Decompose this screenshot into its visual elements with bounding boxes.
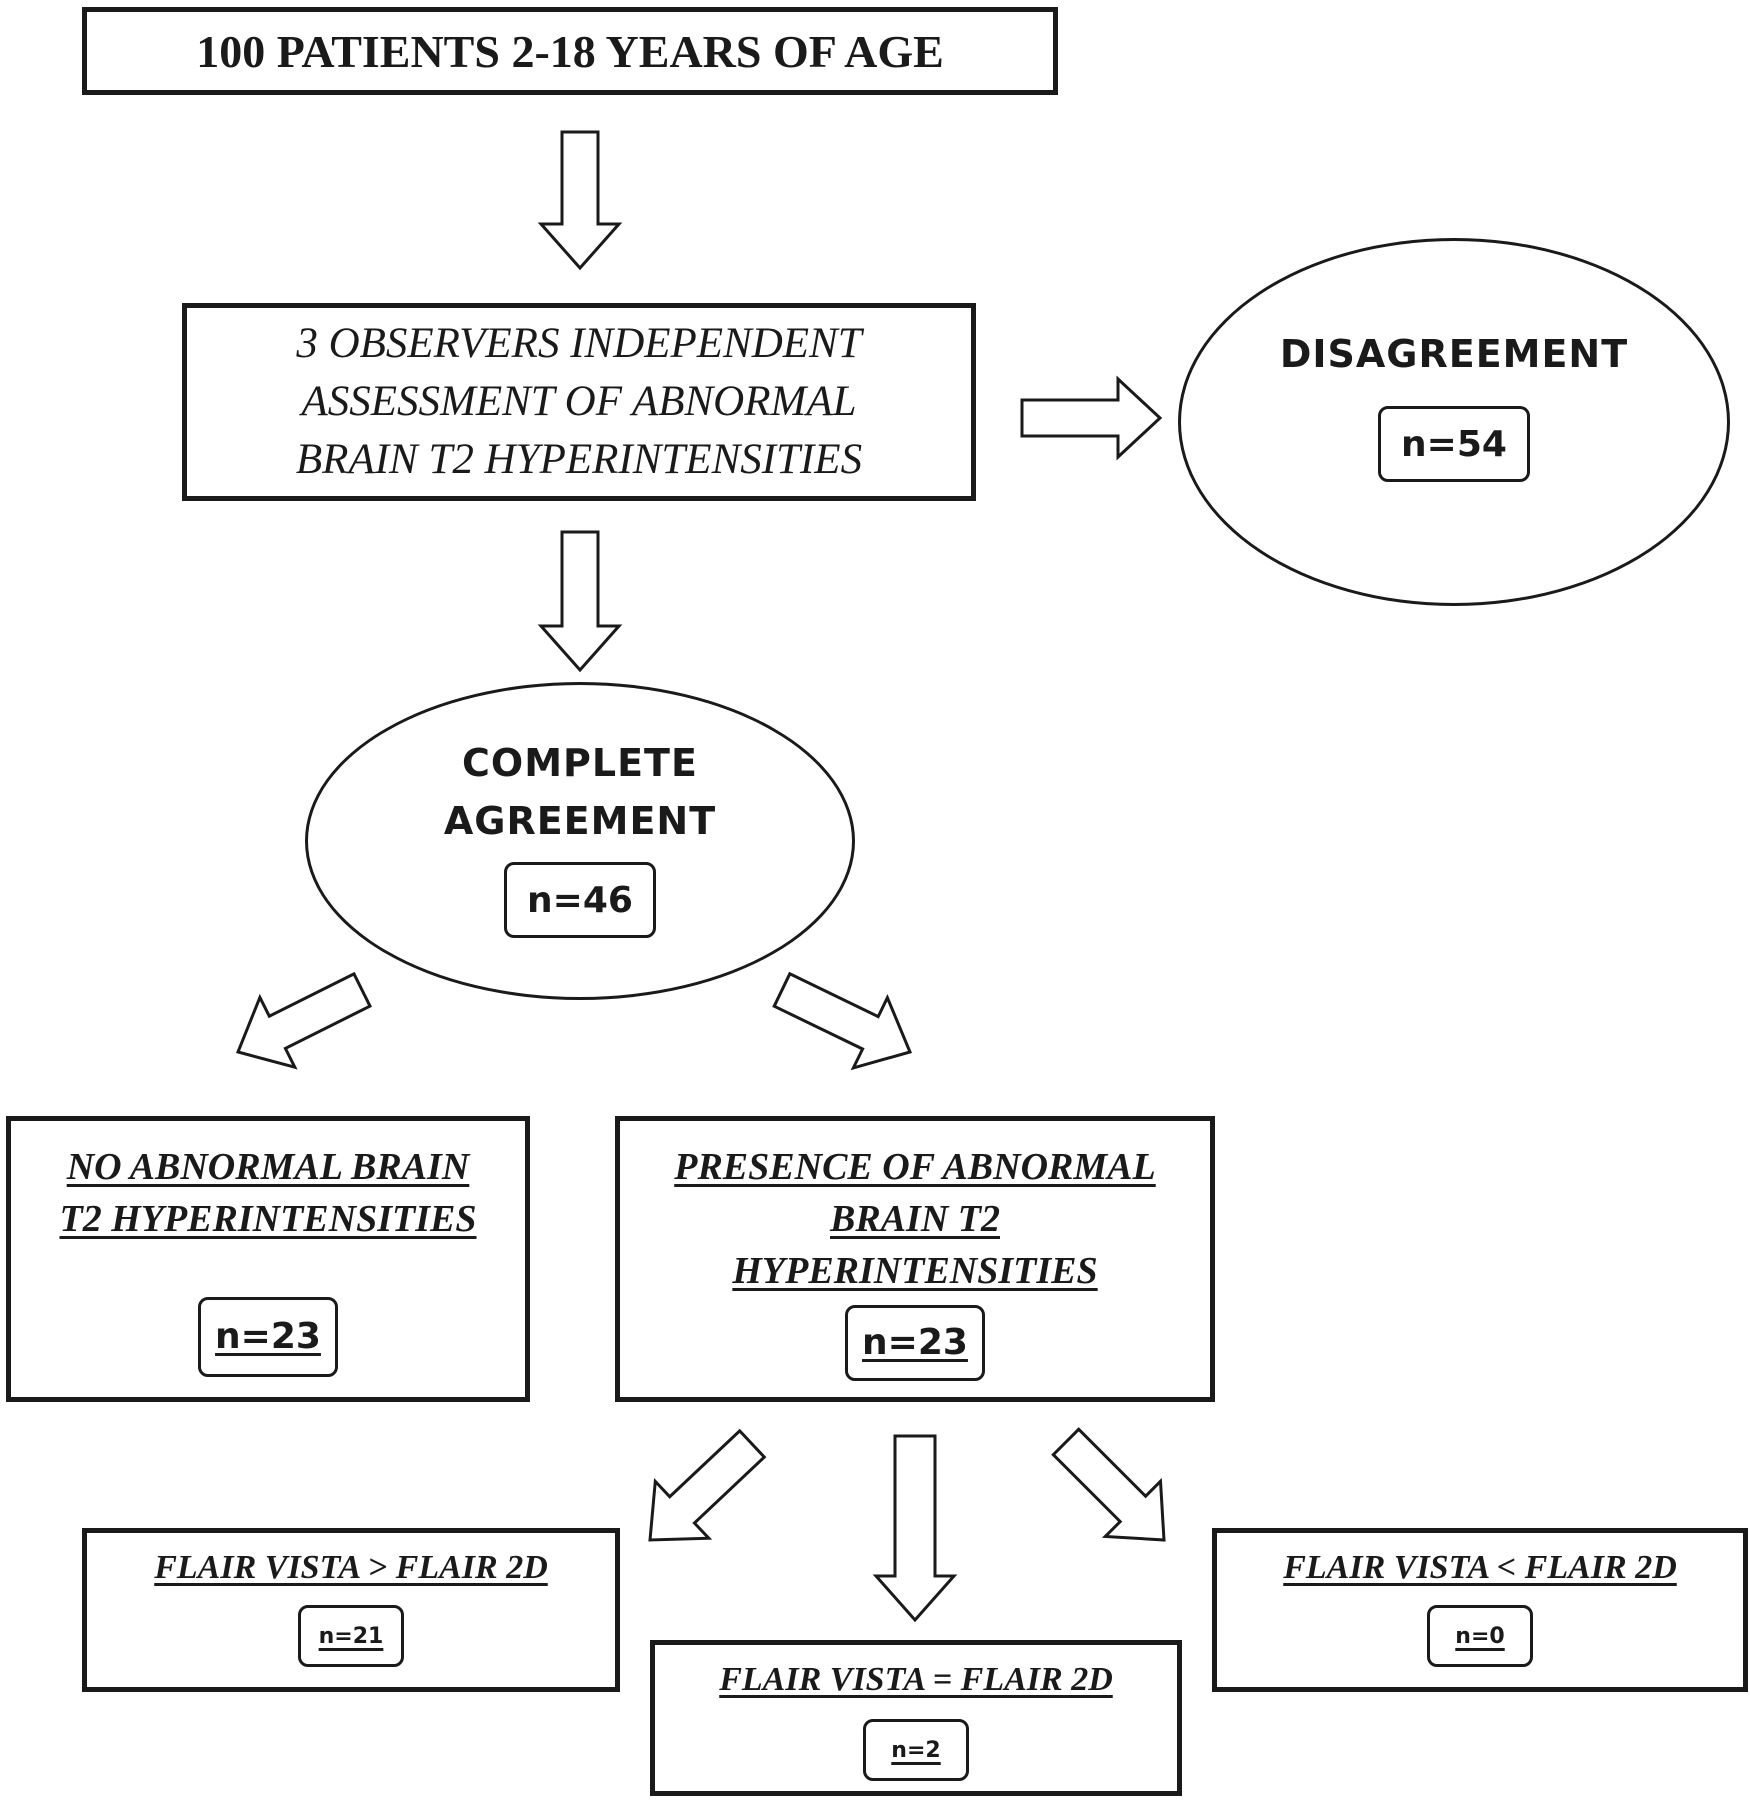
presence-line-2: BRAIN T2 [830,1198,1000,1240]
total-patients-label: 100 PATIENTS 2-18 YEARS OF AGE [196,25,944,77]
vista-equal-title: FLAIR VISTA = FLAIR 2D [719,1661,1113,1698]
vista-less-box: FLAIR VISTA < FLAIR 2D n=0 [1212,1528,1748,1692]
assessment-line-2: ASSESSMENT OF ABNORMAL [301,378,857,425]
vista-greater-count: n=21 [298,1605,404,1667]
vista-less-title: FLAIR VISTA < FLAIR 2D [1283,1549,1677,1586]
agreement-line-1: COMPLETE [462,741,698,785]
arrow-to-presence [772,971,913,1071]
arrow-to-disagreement [1020,375,1163,461]
complete-agreement-ellipse: COMPLETE AGREEMENT n=46 [305,682,855,1000]
assessment-line-3: BRAIN T2 HYPERINTENSITIES [295,436,863,483]
observer-assessment-box: 3 OBSERVERS INDEPENDENT ASSESSMENT OF AB… [182,303,976,501]
presence-line-3: HYPERINTENSITIES [732,1250,1098,1292]
arrow-to-vista-less [1051,1427,1166,1542]
assessment-line-1: 3 OBSERVERS INDEPENDENT [296,320,862,367]
presence-count: n=23 [845,1305,985,1381]
no-abnormal-line-1: NO ABNORMAL BRAIN [66,1146,470,1188]
vista-equal-box: FLAIR VISTA = FLAIR 2D n=2 [650,1640,1182,1796]
arrow-to-no-abnormal [235,971,373,1070]
disagreement-title: DISAGREEMENT [1279,332,1629,376]
no-abnormal-box: NO ABNORMAL BRAIN T2 HYPERINTENSITIES n=… [6,1116,530,1402]
presence-line-1: PRESENCE OF ABNORMAL [674,1146,1156,1188]
arrow-to-vista-equal [872,1434,958,1623]
no-abnormal-line-2: T2 HYPERINTENSITIES [59,1198,477,1240]
no-abnormal-count: n=23 [198,1297,338,1377]
agreement-count: n=46 [504,862,656,938]
vista-less-count: n=0 [1427,1605,1533,1667]
agreement-line-2: AGREEMENT [443,799,717,843]
total-patients-box: 100 PATIENTS 2-18 YEARS OF AGE [82,7,1058,95]
vista-equal-count: n=2 [863,1719,969,1781]
presence-abnormal-box: PRESENCE OF ABNORMAL BRAIN T2 HYPERINTEN… [615,1116,1215,1402]
arrow-assessment-to-agreement [537,530,623,673]
vista-greater-box: FLAIR VISTA > FLAIR 2D n=21 [82,1528,620,1692]
arrow-total-to-assessment [537,130,623,271]
disagreement-ellipse: DISAGREEMENT n=54 [1178,238,1730,606]
disagreement-count: n=54 [1378,406,1530,482]
arrow-to-vista-greater [648,1428,767,1542]
vista-greater-title: FLAIR VISTA > FLAIR 2D [154,1549,548,1586]
